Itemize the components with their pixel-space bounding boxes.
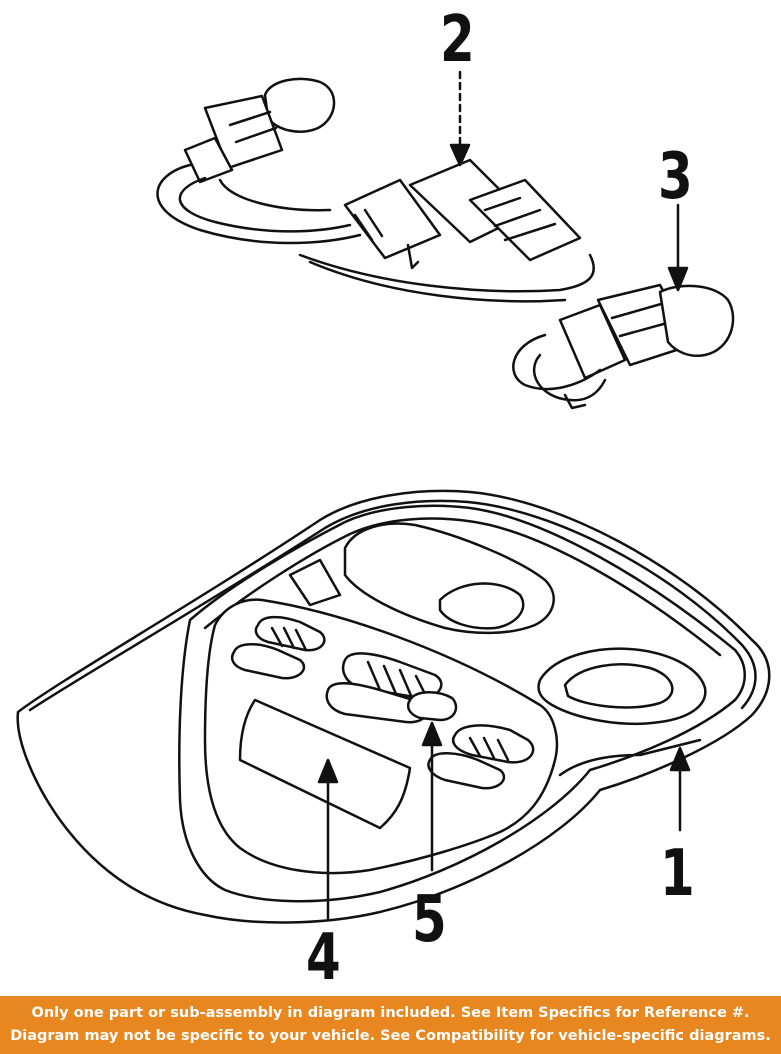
- disclaimer-line-1: Only one part or sub-assembly in diagram…: [31, 1005, 750, 1021]
- callout-3: 3: [658, 140, 693, 214]
- callout-2: 2: [440, 3, 475, 77]
- callout-1: 1: [660, 837, 695, 911]
- parts-diagram: 1 2 3 4 5: [16, 3, 771, 995]
- disclaimer-line-2: Diagram may not be specific to your vehi…: [10, 1028, 771, 1044]
- overhead-console: [16, 489, 771, 924]
- display-window: [238, 698, 412, 830]
- wiring-harness: [156, 77, 735, 410]
- disclaimer-banner: Only one part or sub-assembly in diagram…: [0, 996, 781, 1054]
- right-bulb: [658, 284, 735, 357]
- leader-lines: [317, 70, 691, 922]
- left-bulb: [263, 77, 336, 133]
- diagram-drawing: [16, 70, 771, 924]
- right-map-light: [537, 647, 707, 726]
- control-buttons: [230, 615, 535, 790]
- callout-5: 5: [412, 883, 447, 957]
- callout-4: 4: [306, 921, 341, 995]
